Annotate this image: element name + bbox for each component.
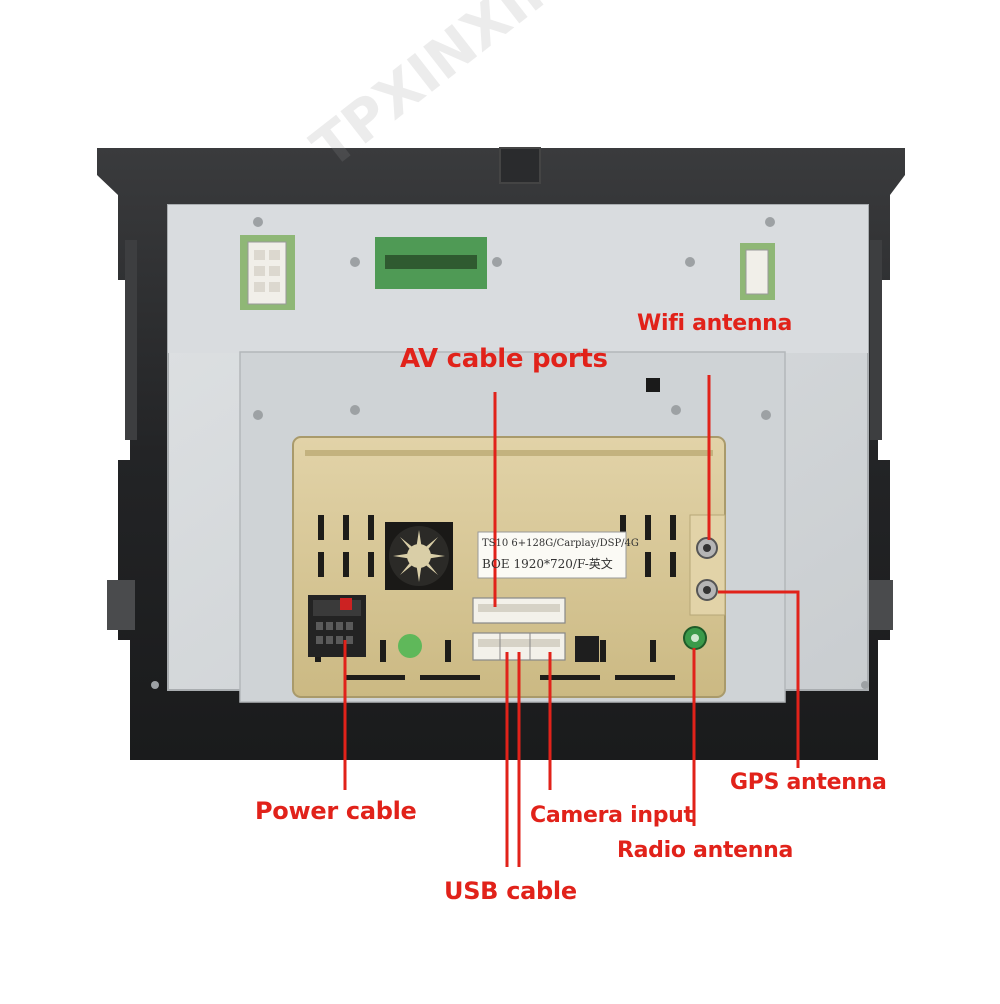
av-cable-ports-label: AV cable ports (400, 344, 608, 374)
gps-antenna-label: GPS antenna (730, 770, 887, 795)
sticker-line-1: TS10 6+128G/Carplay/DSP/4G (482, 538, 639, 549)
cooling-fan (385, 522, 453, 590)
power-cable-label: Power cable (255, 797, 417, 825)
sticker-line-2: BOE 1920*720/F-英文 (482, 557, 613, 571)
callout-lines (343, 375, 800, 867)
gps-callout-line (718, 590, 800, 768)
usb-cable-label: USB cable (444, 877, 577, 905)
gold-case (292, 436, 726, 698)
wifi-antenna-label: Wifi antenna (637, 311, 793, 336)
antenna-connectors (683, 514, 726, 650)
camera-input-label: Camera input (530, 803, 694, 828)
radio-antenna-label: Radio antenna (617, 838, 794, 863)
